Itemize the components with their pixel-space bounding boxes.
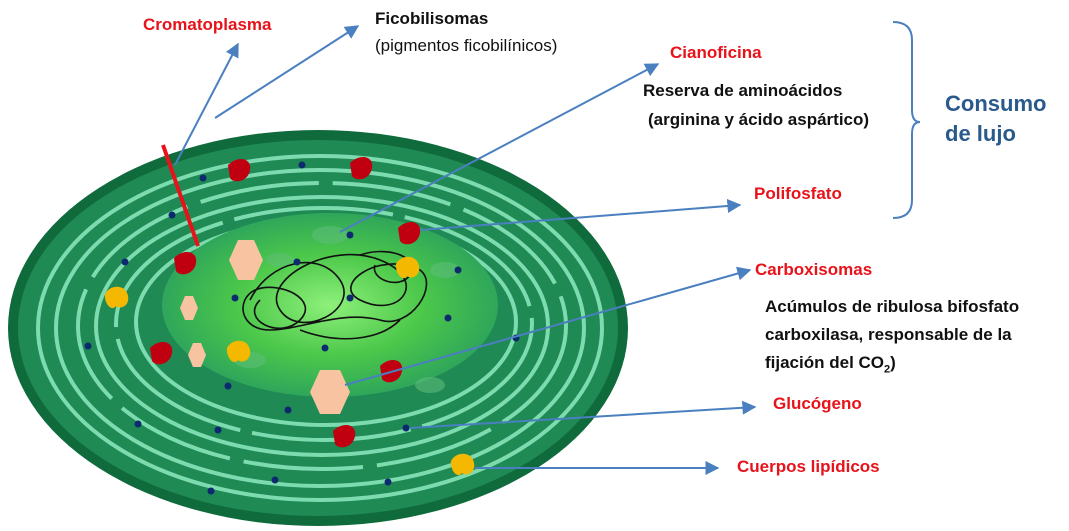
label-ficobilisomas-note: (pigmentos ficobilínicos) [375, 36, 558, 55]
label-carboxisomas: Carboxisomas [755, 260, 873, 279]
consumo-bracket [892, 21, 921, 219]
cromatoplasma-boundary-line [161, 144, 200, 247]
lipid-bodies [104, 256, 475, 476]
label-cianoficina-note-1: Reserva de aminoácidos [643, 81, 843, 100]
carboxysomes [180, 240, 350, 414]
label-ficobilisomas: Ficobilisomas [375, 9, 489, 28]
label-cromatoplasma: Cromatoplasma [143, 15, 272, 34]
label-cuerpos-lipidicos: Cuerpos lipídicos [737, 457, 880, 476]
label-consumo: Consumo [945, 91, 1047, 116]
polyphosphate-dots [84, 161, 520, 495]
label-carbox-note-2: carboxilasa, responsable de la [765, 325, 1012, 344]
label-polifosfato: Polifosfato [754, 184, 842, 203]
nucleoid-dna [242, 253, 428, 340]
label-cianoficina: Cianoficina [670, 43, 762, 62]
label-carbox-note-3: fijación del CO2) [765, 353, 896, 376]
label-glucogeno: Glucógeno [773, 394, 862, 413]
thylakoid-membranes [36, 154, 604, 502]
arrows [174, 25, 757, 475]
label-carbox-note-1: Acúmulos de ribulosa bifosfato [765, 297, 1020, 316]
label-cianoficina-note-2: (arginina y ácido aspártico) [648, 110, 870, 129]
label-de-lujo: de lujo [945, 121, 1016, 146]
